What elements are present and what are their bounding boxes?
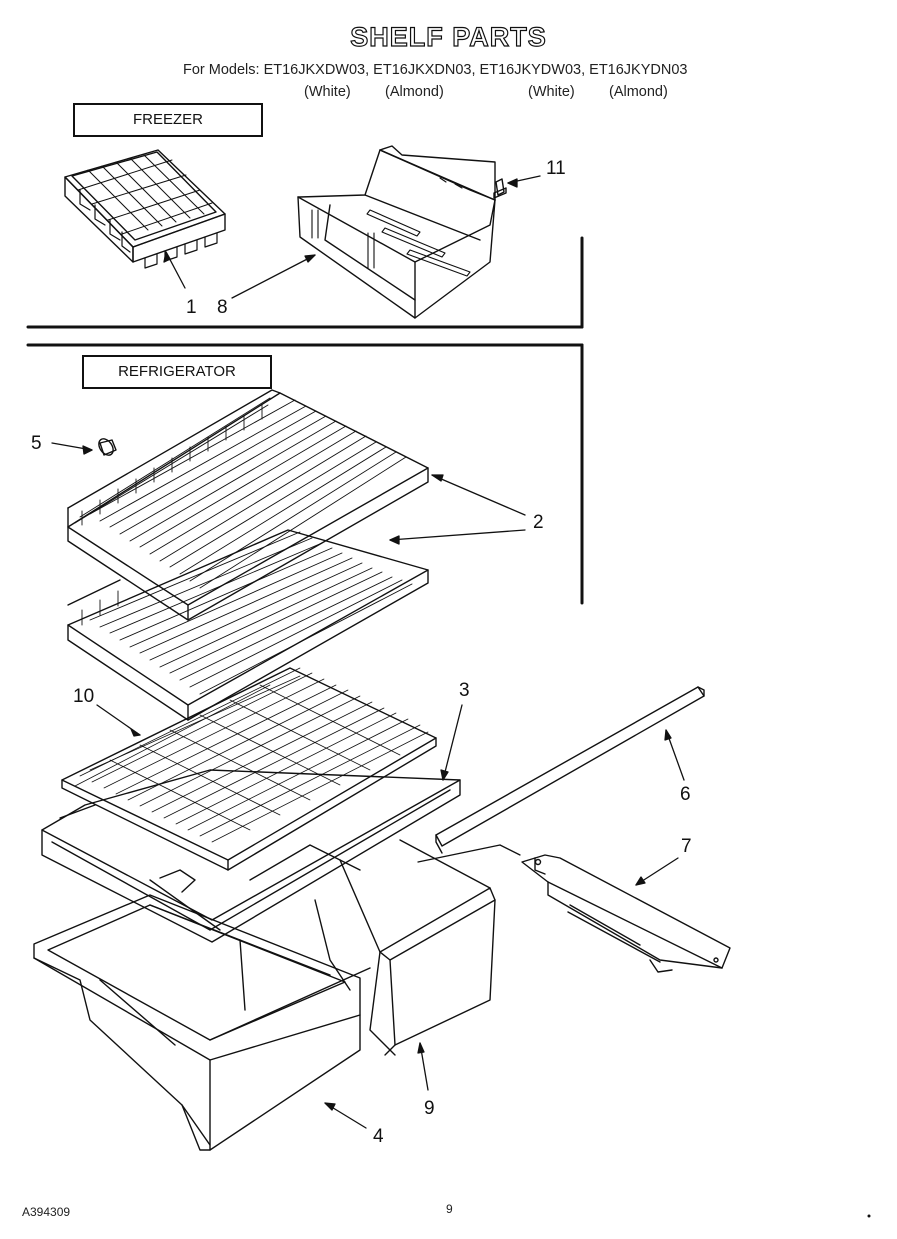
finish-label: (Almond): [609, 84, 668, 100]
finish-label: (White): [528, 84, 575, 100]
document-number: A394309: [22, 1205, 71, 1219]
ice-tray-part: [64, 149, 226, 269]
callout-label: 8: [217, 297, 228, 318]
freezer-shelf-part: [297, 145, 496, 319]
screw-part: [493, 178, 507, 199]
page-number: 9: [446, 1202, 453, 1216]
crisper-cover-frame: [41, 769, 461, 943]
callout-label: 1: [186, 297, 197, 318]
wire-shelf-lower: [67, 529, 429, 721]
finish-label: (White): [304, 84, 351, 100]
freezer-section-label: FREEZER: [73, 103, 263, 137]
freezer-frame: [26, 236, 584, 329]
callout-label: 9: [424, 1098, 435, 1119]
refrigerator-frame: [26, 343, 584, 605]
refrigerator-section-label: REFRIGERATOR: [82, 355, 272, 389]
callout-label: 10: [73, 686, 95, 707]
crisper-drawer-large: [33, 894, 371, 1151]
page-title: SHELF PARTS: [350, 21, 547, 52]
crisper-drawer-small: [314, 839, 496, 1056]
crisper-cover-insert: [61, 667, 437, 871]
shelf-trim-part: [435, 686, 705, 854]
callout-label: 6: [680, 784, 691, 805]
callout-label: 5: [31, 433, 42, 454]
callout-label: 7: [681, 836, 692, 857]
wire-shelf-upper: [67, 389, 429, 621]
callout-label: 2: [533, 512, 544, 533]
shelf-stop-part: [98, 438, 117, 456]
models-line: For Models: ET16JKXDW03, ET16JKXDN03, ET…: [183, 62, 688, 78]
callout-label: 3: [459, 680, 470, 701]
callout-label: 11: [546, 158, 566, 179]
leader-lines: [51, 175, 685, 1129]
finish-label: (Almond): [385, 84, 444, 100]
callout-label: 4: [373, 1126, 384, 1147]
cover-support-part: [521, 854, 731, 973]
